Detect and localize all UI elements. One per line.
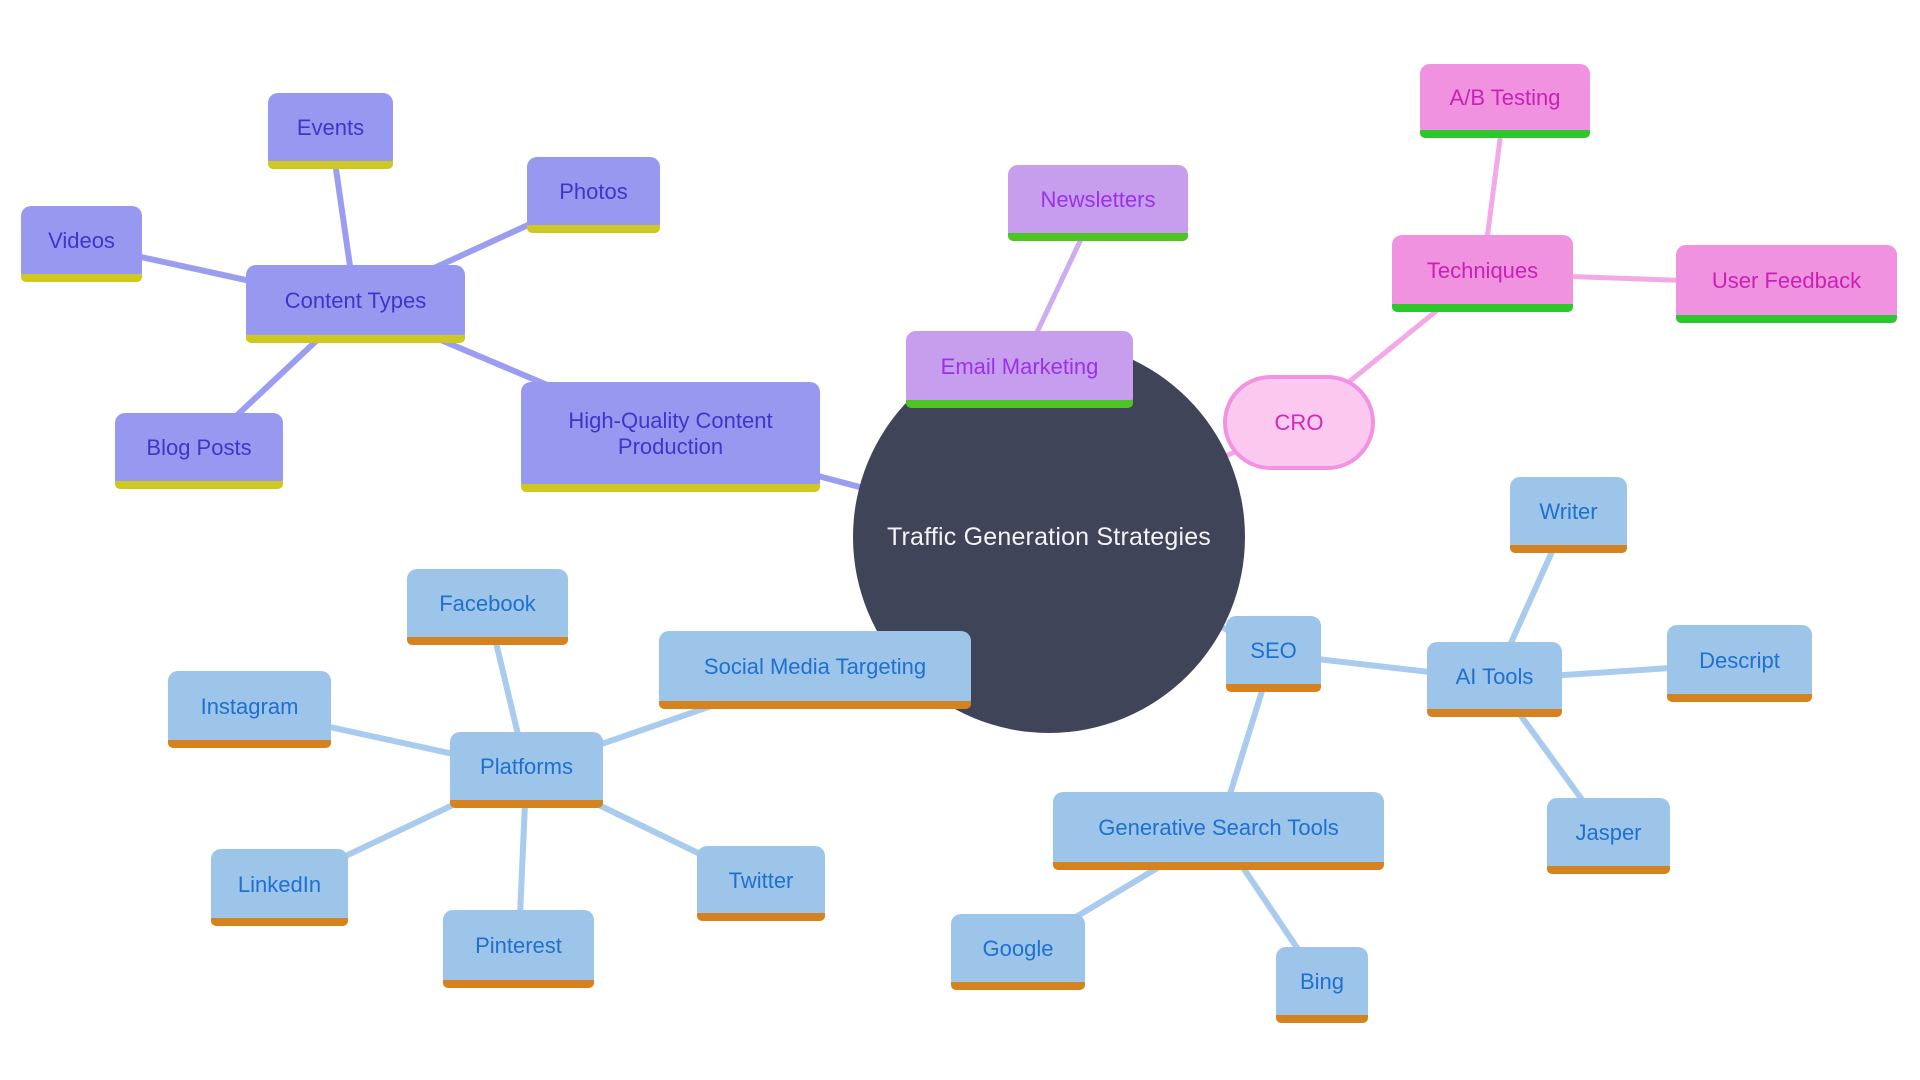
node-label-generative: Generative Search Tools [1098,815,1339,841]
node-label-techniques: Techniques [1426,257,1539,283]
node-underline-user_feedback [1676,315,1897,323]
node-label-instagram: Instagram [200,693,299,719]
node-social_targeting[interactable]: Social Media Targeting [659,631,971,709]
node-underline-photos [527,225,660,233]
node-techniques[interactable]: Techniques [1392,235,1573,312]
node-underline-email_marketing [906,400,1133,408]
node-underline-ai_tools [1427,709,1562,717]
node-label-pinterest: Pinterest [475,933,562,959]
node-label-photos: Photos [559,179,628,205]
node-underline-twitter [697,913,825,921]
node-label-newsletters: Newsletters [1040,187,1156,213]
node-videos[interactable]: Videos [21,206,142,282]
node-underline-generative [1053,862,1384,870]
node-bing[interactable]: Bing [1276,947,1368,1023]
node-label-facebook: Facebook [439,591,536,617]
node-label-bing: Bing [1299,969,1345,995]
node-underline-writer [1510,545,1627,553]
node-label-cro: CRO [1274,409,1324,435]
node-label-content_types: Content Types [284,288,427,314]
node-blog_posts[interactable]: Blog Posts [115,413,283,489]
node-user_feedback[interactable]: User Feedback [1676,245,1897,323]
node-events[interactable]: Events [268,93,393,169]
node-underline-jasper [1547,866,1670,874]
node-underline-newsletters [1008,233,1188,241]
node-platforms[interactable]: Platforms [450,732,603,808]
node-cro[interactable]: CRO [1223,375,1375,470]
node-generative[interactable]: Generative Search Tools [1053,792,1384,870]
node-descript[interactable]: Descript [1667,625,1812,702]
node-underline-high_quality [521,484,820,492]
node-seo[interactable]: SEO [1226,616,1321,692]
node-underline-events [268,161,393,169]
node-underline-linkedin [211,918,348,926]
node-label-linkedin: LinkedIn [237,871,322,897]
node-content_types[interactable]: Content Types [246,265,465,343]
node-pinterest[interactable]: Pinterest [443,910,594,988]
node-label-user_feedback: User Feedback [1711,268,1862,294]
node-underline-content_types [246,335,465,343]
node-underline-videos [21,274,142,282]
node-label-seo: SEO [1250,638,1297,664]
node-underline-facebook [407,637,568,645]
node-label-twitter: Twitter [728,867,794,893]
node-underline-google [951,982,1085,990]
node-instagram[interactable]: Instagram [168,671,331,748]
node-underline-seo [1226,684,1321,692]
node-underline-instagram [168,740,331,748]
central-topic-label: Traffic Generation Strategies [886,522,1211,551]
node-label-writer: Writer [1539,499,1598,525]
node-google[interactable]: Google [951,914,1085,990]
node-label-videos: Videos [48,228,115,254]
node-label-social_targeting: Social Media Targeting [703,654,927,680]
node-underline-descript [1667,694,1812,702]
node-label-ab_testing: A/B Testing [1449,85,1561,111]
node-underline-platforms [450,800,603,808]
node-underline-ab_testing [1420,130,1590,138]
node-label-ai_tools: AI Tools [1455,663,1534,689]
node-twitter[interactable]: Twitter [697,846,825,921]
node-writer[interactable]: Writer [1510,477,1627,553]
node-underline-techniques [1392,304,1573,312]
node-linkedin[interactable]: LinkedIn [211,849,348,926]
node-label-google: Google [982,936,1054,962]
node-label-platforms: Platforms [480,754,573,780]
node-email_marketing[interactable]: Email Marketing [906,331,1133,408]
node-photos[interactable]: Photos [527,157,660,233]
node-underline-blog_posts [115,481,283,489]
node-label-high_quality: High-Quality Content Production [568,408,773,459]
node-label-events: Events [296,115,365,141]
node-newsletters[interactable]: Newsletters [1008,165,1188,241]
node-underline-bing [1276,1015,1368,1023]
node-underline-social_targeting [659,701,971,709]
node-label-jasper: Jasper [1575,820,1642,846]
node-ab_testing[interactable]: A/B Testing [1420,64,1590,138]
node-ai_tools[interactable]: AI Tools [1427,642,1562,717]
node-jasper[interactable]: Jasper [1547,798,1670,874]
node-underline-pinterest [443,980,594,988]
node-label-descript: Descript [1699,647,1780,673]
node-high_quality[interactable]: High-Quality Content Production [521,382,820,492]
node-facebook[interactable]: Facebook [407,569,568,645]
node-label-email_marketing: Email Marketing [940,353,1099,379]
node-label-blog_posts: Blog Posts [146,435,252,461]
